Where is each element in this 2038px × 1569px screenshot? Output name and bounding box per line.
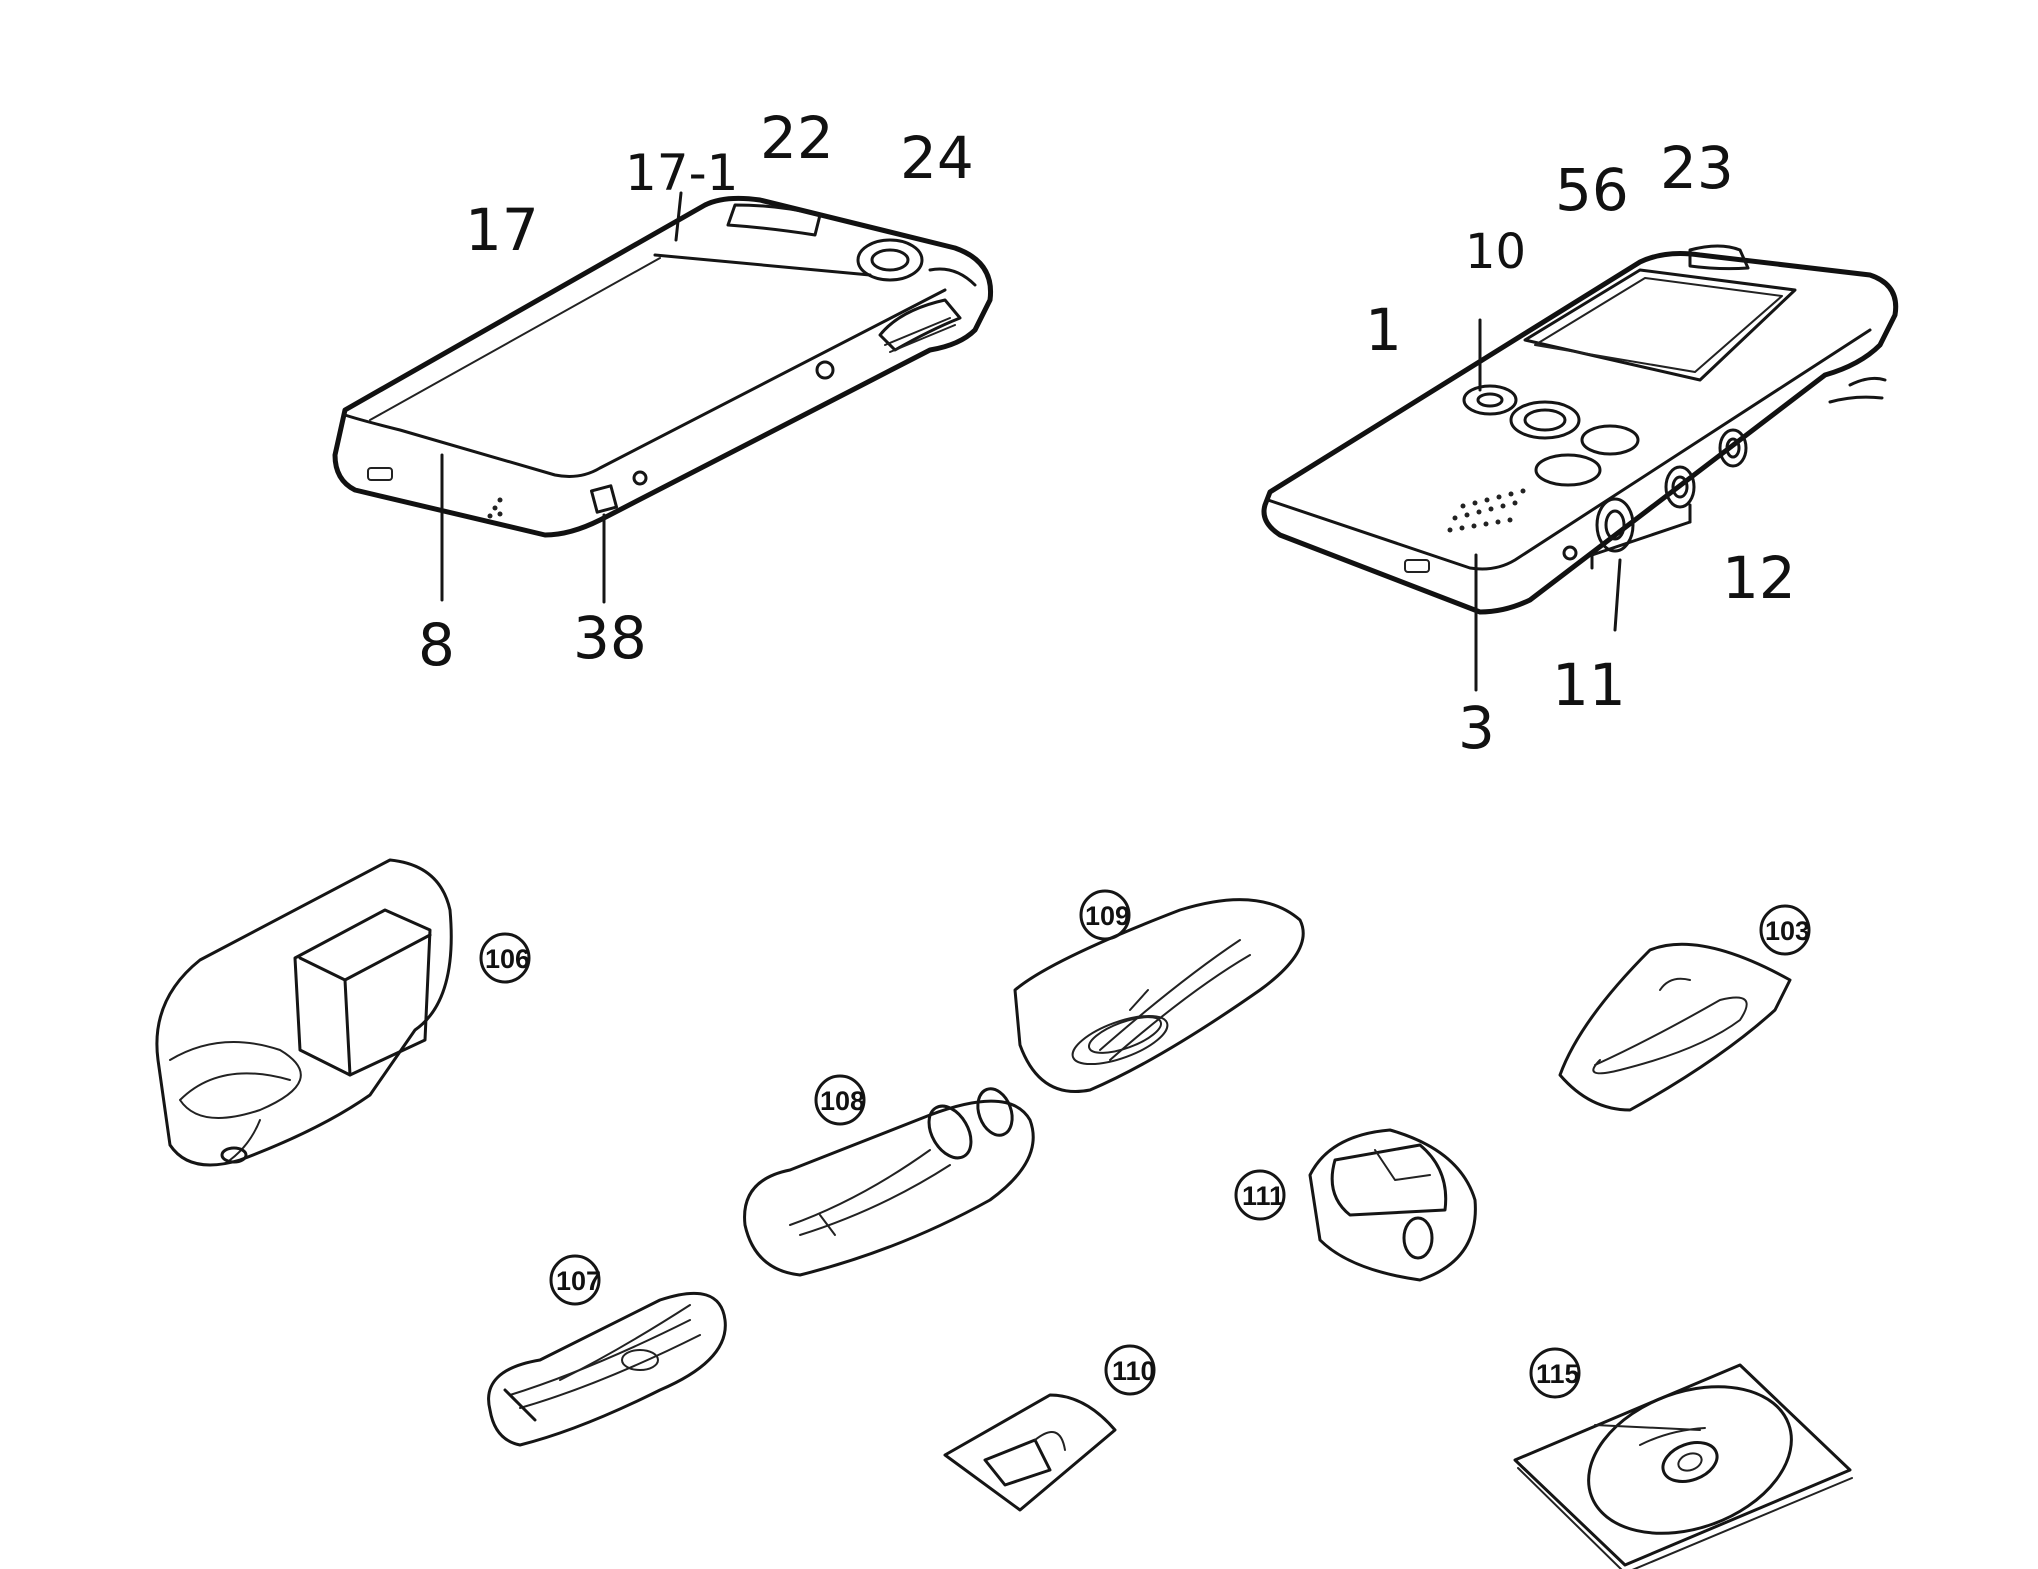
label-8: 8 (418, 611, 455, 679)
label-10: 10 (1465, 224, 1526, 280)
speaker-grille (1447, 488, 1526, 533)
accessory-106: 106 (155, 858, 531, 1167)
label-24: 24 (900, 124, 974, 192)
label-3: 3 (1458, 694, 1495, 762)
label-38: 38 (573, 604, 647, 672)
label-106: 106 (485, 944, 530, 974)
label-17: 17 (465, 196, 539, 264)
label-22: 22 (760, 104, 834, 172)
accessory-115: 115 (1513, 1347, 1853, 1569)
label-56: 56 (1555, 156, 1629, 224)
label-107: 107 (556, 1266, 601, 1296)
accessory-103: 103 (1558, 904, 1811, 1112)
accessory-107: 107 (487, 1254, 727, 1447)
accessory-111: 111 (1234, 1128, 1477, 1282)
accessory-108: 108 (743, 1074, 1035, 1277)
device-front-view: 1 10 56 23 3 11 12 (1261, 134, 1899, 762)
device-back-view: 17 17-1 22 24 8 38 (332, 104, 994, 679)
accessory-110: 110 (943, 1344, 1156, 1512)
label-110: 110 (1112, 1356, 1156, 1386)
label-12: 12 (1722, 544, 1796, 612)
label-11: 11 (1552, 651, 1626, 719)
label-1: 1 (1365, 296, 1402, 364)
label-115: 115 (1536, 1359, 1580, 1389)
accessory-109: 109 (1013, 889, 1305, 1093)
label-109: 109 (1085, 901, 1130, 931)
label-108: 108 (820, 1086, 865, 1116)
label-23: 23 (1660, 134, 1734, 202)
label-111: 111 (1242, 1181, 1284, 1211)
label-103: 103 (1765, 916, 1810, 946)
label-17-1: 17-1 (625, 144, 738, 202)
